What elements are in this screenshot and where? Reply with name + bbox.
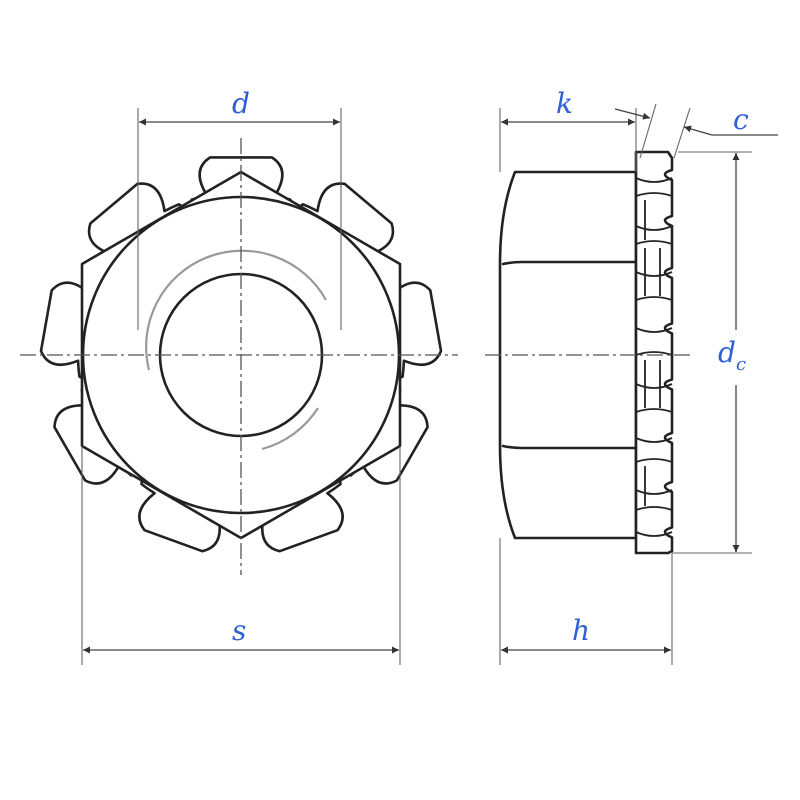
dimension-dc: dc — [672, 151, 752, 554]
washer-tooth-line — [635, 383, 673, 389]
washer-tooth-line — [635, 351, 673, 356]
washer-tooth-line — [635, 531, 673, 537]
dimension-label-d: d — [232, 87, 250, 120]
dimension-d: d — [137, 87, 342, 330]
dimension-label-dc: dc — [718, 336, 746, 375]
washer-tooth-line — [635, 192, 673, 197]
front-view — [20, 138, 458, 575]
washer-tooth-line — [635, 225, 673, 231]
washer-side-profile — [634, 150, 674, 555]
washer-tooth-line — [635, 296, 673, 301]
dimension-label-c: c — [733, 103, 749, 136]
washer-tooth-line — [635, 177, 673, 183]
dimension-k: k — [499, 87, 637, 172]
washer-tooth-line — [635, 437, 673, 443]
washer-tooth-line — [635, 240, 673, 245]
hex-flat-line-bottom — [501, 444, 638, 450]
side-view — [485, 150, 690, 555]
washer-tooth-line — [635, 271, 673, 277]
dimension-h: h — [499, 538, 673, 665]
dimension-label-s: s — [232, 614, 246, 647]
hex-flat-line-top — [501, 260, 638, 266]
washer-tooth-line — [635, 327, 673, 333]
dimension-c: c — [614, 103, 778, 159]
thread-arc — [145, 249, 327, 371]
washer-tooth-line — [635, 506, 673, 511]
thread-arc-lower — [261, 407, 319, 451]
washer-tooth-line — [635, 489, 673, 495]
dimension-label-k: k — [556, 87, 573, 120]
washer-tooth-line — [635, 458, 673, 463]
washer-tooth-line — [635, 408, 673, 413]
dimension-label-h: h — [572, 614, 590, 647]
dimension-s: s — [81, 446, 401, 665]
